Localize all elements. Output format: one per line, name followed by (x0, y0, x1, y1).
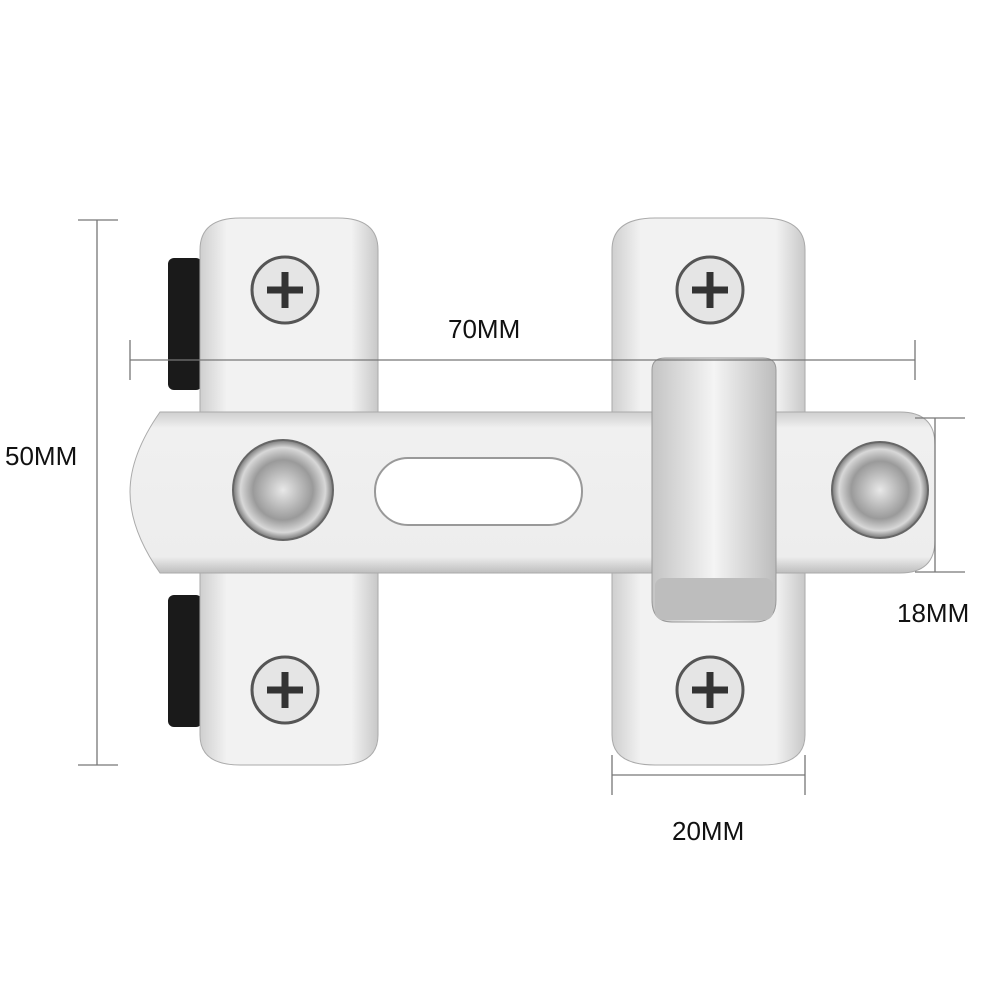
screw-icon (250, 255, 320, 325)
dimension-50mm: 50MM (5, 219, 118, 766)
screw-icon (675, 255, 745, 325)
rubber-bumper-bottom (168, 595, 202, 727)
height-label: 50MM (5, 441, 77, 471)
hook-lip (655, 578, 773, 620)
plate-width-label: 20MM (672, 816, 744, 846)
dimension-70mm: 70MM (129, 314, 916, 380)
bar-width-label: 18MM (897, 598, 969, 628)
length-label: 70MM (448, 314, 520, 344)
bar-slot (374, 457, 583, 526)
left-knob (232, 439, 334, 541)
right-knob (831, 441, 929, 539)
rubber-bumper-top (168, 258, 202, 390)
screw-icon (250, 655, 320, 725)
dimension-18mm: 18MM (897, 417, 969, 628)
screw-icon (675, 655, 745, 725)
dimension-20mm: 20MM (611, 755, 806, 846)
